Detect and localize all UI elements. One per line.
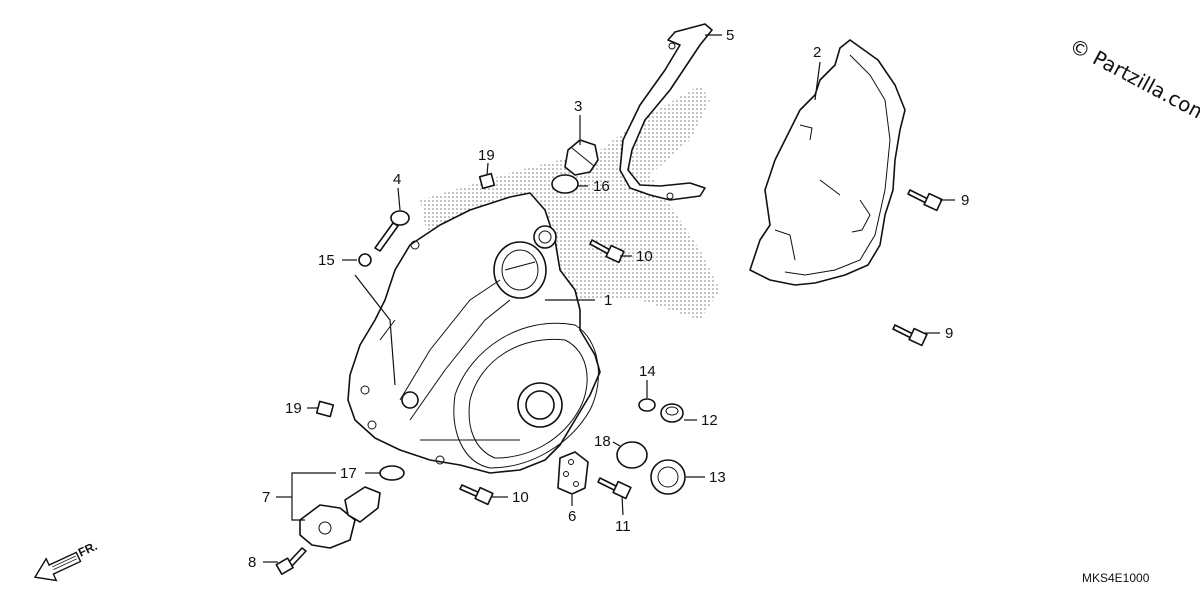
part-7-sensor[interactable] xyxy=(299,486,381,549)
callout-9-upper[interactable]: 9 xyxy=(961,192,969,209)
callout-7[interactable]: 7 xyxy=(262,489,270,506)
callout-10-upper[interactable]: 10 xyxy=(636,248,653,265)
callout-labels: 1 2 3 4 5 6 7 8 9 9 10 10 11 12 13 14 15… xyxy=(248,27,969,571)
callout-8[interactable]: 8 xyxy=(248,554,256,571)
callout-16[interactable]: 16 xyxy=(593,178,610,195)
part-19-dowel-pin-top[interactable] xyxy=(478,172,496,190)
part-19-dowel-pin-lower[interactable] xyxy=(315,400,335,418)
part-15-washer[interactable] xyxy=(358,253,372,267)
callout-18[interactable]: 18 xyxy=(594,433,611,450)
callout-2[interactable]: 2 xyxy=(813,44,821,61)
part-6-plate[interactable] xyxy=(557,451,589,495)
part-2-sprocket-cover[interactable] xyxy=(749,39,906,286)
diagram-code: MKS4E1000 xyxy=(1082,571,1150,585)
callout-19-lower[interactable]: 19 xyxy=(285,400,302,417)
direction-label: FR. xyxy=(76,539,99,560)
callout-4[interactable]: 4 xyxy=(393,171,401,188)
part-8-bolt[interactable] xyxy=(275,547,307,575)
callout-11[interactable]: 11 xyxy=(615,518,631,535)
part-9-bolt-lower[interactable] xyxy=(892,324,928,347)
callout-13[interactable]: 13 xyxy=(709,469,726,486)
callout-9-lower[interactable]: 9 xyxy=(945,325,953,342)
callout-5[interactable]: 5 xyxy=(726,27,734,44)
part-5-bracket[interactable] xyxy=(619,23,713,201)
callout-1[interactable]: 1 xyxy=(604,292,612,309)
part-4-bolt[interactable] xyxy=(374,210,410,252)
part-10-bolt-upper[interactable] xyxy=(589,239,625,264)
callout-12[interactable]: 12 xyxy=(701,412,718,429)
callout-19-upper[interactable]: 19 xyxy=(478,147,495,164)
callout-3[interactable]: 3 xyxy=(574,98,582,115)
part-16-o-ring[interactable] xyxy=(551,174,579,194)
callout-6[interactable]: 6 xyxy=(568,508,576,525)
callout-15[interactable]: 15 xyxy=(318,252,335,269)
part-12-plug[interactable] xyxy=(660,403,684,423)
part-18-o-ring[interactable] xyxy=(616,441,648,469)
part-10-bolt-lower[interactable] xyxy=(459,484,494,506)
part-1-crankcase-cover[interactable] xyxy=(347,192,601,474)
part-9-bolt-upper[interactable] xyxy=(907,189,943,212)
part-13-cap[interactable] xyxy=(650,459,686,495)
part-14-o-ring[interactable] xyxy=(638,398,656,412)
part-11-bolt[interactable] xyxy=(597,477,632,500)
callout-17[interactable]: 17 xyxy=(340,465,357,482)
leader-lines xyxy=(263,34,955,563)
callout-14[interactable]: 14 xyxy=(639,363,656,380)
part-17-o-ring[interactable] xyxy=(379,465,405,481)
front-direction-arrow-icon: FR. xyxy=(33,539,99,582)
callout-10-lower[interactable]: 10 xyxy=(512,489,529,506)
watermark: © Partzilla.com xyxy=(1066,33,1200,127)
part-3-plug[interactable] xyxy=(564,139,599,176)
